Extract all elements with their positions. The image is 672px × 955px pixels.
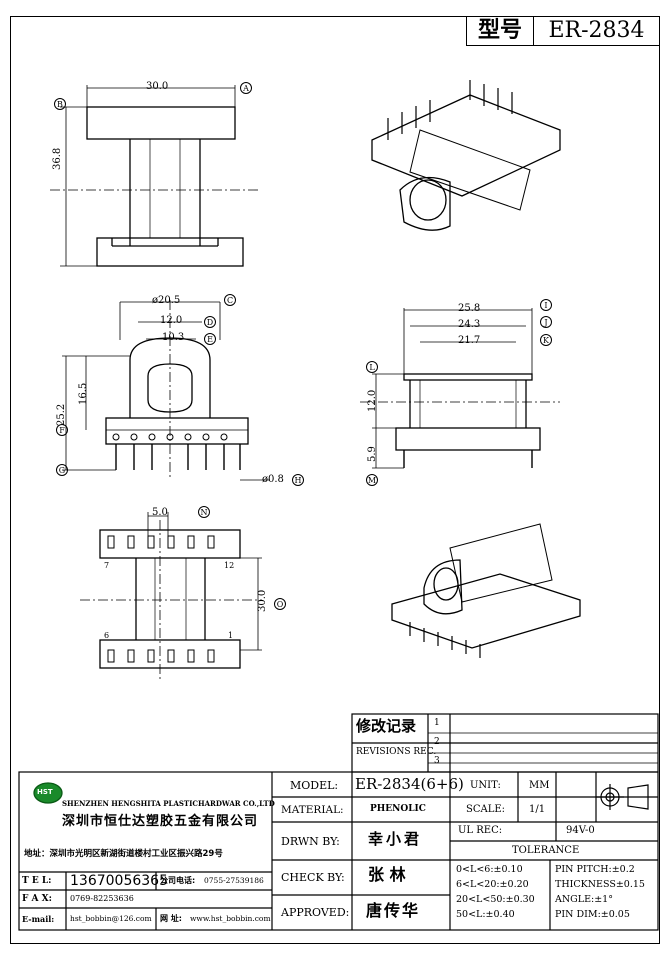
rev-num-2: 2 xyxy=(434,737,440,747)
pin-1: 1 xyxy=(228,631,234,640)
web-label: 网 址: xyxy=(160,914,182,923)
tol-r-1: THICKNESS±0.15 xyxy=(555,879,645,890)
approved-value: 唐传华 xyxy=(366,901,421,920)
tol-r-0: PIN PITCH:±0.2 xyxy=(555,864,635,875)
material-value: PHENOLIC xyxy=(370,804,426,814)
dimension-marker: B xyxy=(54,98,66,110)
rev-num-3: 3 xyxy=(434,756,440,766)
revisions-cn: 修改记录 xyxy=(356,717,417,735)
dim-e: 10.3 xyxy=(162,332,185,343)
dimension-marker: F xyxy=(56,424,68,436)
dim-n: 5.0 xyxy=(152,507,168,518)
front-view xyxy=(50,85,260,267)
model-label: MODEL: xyxy=(290,779,339,792)
pin-6: 6 xyxy=(104,631,110,640)
dim-i: 25.8 xyxy=(458,303,481,314)
approved-label: APPROVED: xyxy=(281,906,350,919)
ul-label: UL REC: xyxy=(458,825,503,836)
check-label: CHECK BY: xyxy=(281,871,345,884)
drawn-label: DRWN BY: xyxy=(281,835,340,848)
drawn-value: 幸小君 xyxy=(368,830,423,848)
dimension-marker: D xyxy=(204,316,216,328)
company-name-cn: 深圳市恒仕达塑胶五金有限公司 xyxy=(62,814,259,829)
part-number-header: 型号 ER-2834 xyxy=(466,16,660,46)
dimension-marker: K xyxy=(540,334,552,346)
type-label: 型号 xyxy=(467,17,534,45)
revisions-en: REVISIONS REC. xyxy=(356,747,437,757)
fax-label: F A X: xyxy=(22,894,52,904)
scale-value: 1/1 xyxy=(529,804,546,815)
tol-r-2: ANGLE:±1° xyxy=(555,894,613,905)
dimension-marker: J xyxy=(540,316,552,328)
dimension-marker: A xyxy=(240,82,252,94)
dim-k: 21.7 xyxy=(458,335,481,346)
check-value: 张 林 xyxy=(368,865,406,884)
isometric-view-top xyxy=(371,80,561,231)
dim-f: 16.5 xyxy=(78,382,89,405)
dimension-marker: G xyxy=(56,464,68,476)
unit-value: MM xyxy=(529,780,550,791)
material-label: MATERIAL: xyxy=(281,804,344,816)
tel-value: 13670056365 xyxy=(70,873,168,889)
dimension-marker: L xyxy=(366,361,378,373)
ul-value: 94V-0 xyxy=(566,825,595,836)
dimension-marker: N xyxy=(198,506,210,518)
dim-d: 12.0 xyxy=(160,315,183,326)
rev-num-1: 1 xyxy=(434,718,440,728)
tel-label: T E L: xyxy=(22,876,52,886)
projection-symbol-icon xyxy=(596,784,649,810)
dim-top-height: 36.8 xyxy=(52,147,63,170)
dim-l: 12.0 xyxy=(367,389,378,412)
isometric-view-bottom xyxy=(391,523,581,658)
tol-l-3: 50<L:±0.40 xyxy=(456,909,515,920)
fax-value: 0769-82253636 xyxy=(70,894,134,903)
dimension-marker: H xyxy=(292,474,304,486)
end-view xyxy=(62,300,270,481)
part-number: ER-2834 xyxy=(548,18,645,43)
dimension-marker: C xyxy=(224,294,236,306)
model-value: ER-2834(6+6) xyxy=(355,775,464,793)
phone-value: 0755-27539186 xyxy=(204,876,264,885)
dimension-marker: E xyxy=(204,333,216,345)
dim-o: 30.0 xyxy=(257,589,268,612)
logo-text: HST xyxy=(37,788,53,796)
hst-logo xyxy=(33,782,63,804)
dim-g: 25.2 xyxy=(56,403,67,426)
side-view xyxy=(360,308,560,469)
phone-label: 公司电话: xyxy=(160,876,196,885)
email-label: E-mail: xyxy=(22,914,55,924)
unit-label: UNIT: xyxy=(470,780,501,791)
dimension-marker: O xyxy=(274,598,286,610)
dimension-marker: M xyxy=(366,474,378,486)
dimension-marker: I xyxy=(540,299,552,311)
tolerance-title: TOLERANCE xyxy=(512,845,580,856)
company-name-en: SHENZHEN HENGSHITA PLASTICHARDWAR CO.,LT… xyxy=(62,799,275,808)
title-block-grid xyxy=(18,713,659,931)
dim-top-width: 30.0 xyxy=(146,81,169,92)
pin-12: 12 xyxy=(224,561,235,570)
dim-c: ø20.5 xyxy=(152,295,181,306)
dim-m: 5.9 xyxy=(367,446,378,462)
top-view xyxy=(80,512,262,680)
web-value: www.hst_bobbin.com xyxy=(190,914,271,923)
tol-l-1: 6<L<20:±0.20 xyxy=(456,879,529,890)
tol-l-2: 20<L<50:±0.30 xyxy=(456,894,535,905)
company-address: 地址：深圳市光明区新湖街道楼村工业区振兴路29号 xyxy=(24,849,223,859)
dim-pin: ø0.8 xyxy=(262,474,284,485)
pin-7: 7 xyxy=(104,561,110,570)
scale-label: SCALE: xyxy=(466,804,506,815)
drawing-frame xyxy=(10,16,660,944)
email-value: hst_bobbin@126.com xyxy=(70,914,152,923)
dim-j: 24.3 xyxy=(458,319,481,330)
tol-l-0: 0<L<6:±0.10 xyxy=(456,864,523,875)
tol-r-3: PIN DIM:±0.05 xyxy=(555,909,630,920)
